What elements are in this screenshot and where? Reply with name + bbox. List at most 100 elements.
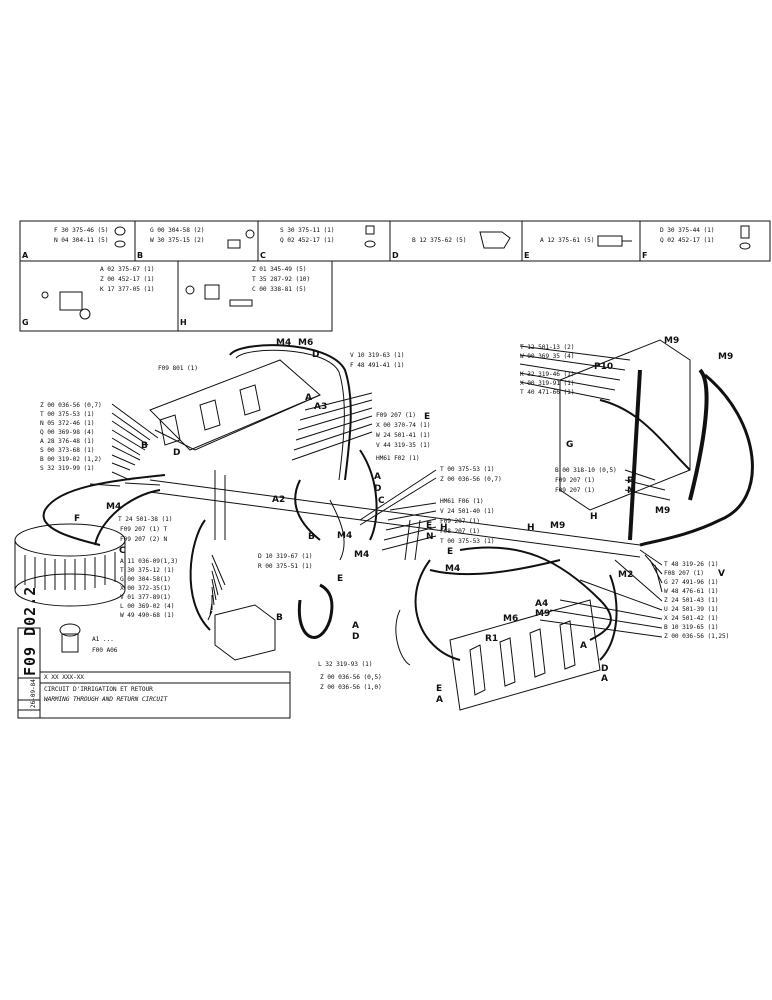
callout-l32-319: L 32 319-93 (1)	[318, 661, 373, 668]
mid-center-3: V 44 319-35 (1)	[376, 442, 431, 449]
legend-b-line2: W 30 375-15 (2)	[150, 237, 205, 244]
left-list-4: S 00 373-68 (1)	[40, 447, 95, 454]
label-m4-center: M4	[337, 531, 353, 541]
callout-z036-07: Z 00 036-56 (0,7)	[40, 402, 102, 409]
left-list-1: N 05 372-46 (1)	[40, 420, 95, 427]
legend-b-letter: B	[137, 251, 144, 260]
label-c-mid: C	[378, 496, 385, 506]
ref-pattern: X XX XXX-XX	[44, 674, 84, 681]
label-a-r: A	[601, 674, 608, 684]
sheet-code: F09 D02.2	[21, 585, 39, 676]
callout-f09-207-t: F09 207 (1) T	[120, 526, 168, 533]
label-m9-r1: M9	[664, 336, 680, 346]
legend-c-letter: C	[260, 251, 266, 260]
right-bottom-7: B 10 319-65 (1)	[664, 624, 719, 631]
callout-d10-319: D 10 319-67 (1)	[258, 553, 313, 560]
right-mid-1: F09 207 (1)	[555, 477, 595, 484]
label-a-low: A	[352, 621, 359, 631]
label-c-left: C	[119, 546, 126, 556]
callout-t24501: T 24 501-38 (1)	[118, 516, 173, 523]
legend-g-line2: Z 00 452-17 (1)	[100, 276, 155, 283]
right-bottom-0: T 48 319-26 (1)	[664, 561, 719, 568]
legend-e-line1: A 12 375-61 (5)	[540, 237, 595, 244]
label-a-top: A	[305, 393, 312, 403]
mid-right2-2: F09 207 (1)	[440, 518, 480, 525]
center-list-1: T 30 375-12 (1)	[120, 567, 175, 574]
label-m9-mid: M9	[550, 521, 566, 531]
bottom-z-1: Z 00 036-56 (1,0)	[320, 684, 382, 691]
center-list-2: G 00 304-58(1)	[120, 576, 171, 583]
label-d-low: D	[352, 632, 360, 642]
callout-f00-a06: F00 A06	[92, 647, 118, 654]
right-mid-0: B 00 318-10 (0,5)	[555, 467, 617, 474]
mid-right2-1: V 24 501-40 (1)	[440, 508, 495, 515]
label-m9-r2: M9	[718, 352, 734, 362]
mid-right2-3: F08 207 (1)	[440, 528, 480, 535]
callout-r00-375: R 00 375-51 (1)	[258, 563, 313, 570]
legend-c-line2: Q 02 452-17 (1)	[280, 237, 335, 244]
legend-h-line2: T 35 287-92 (10)	[252, 276, 311, 283]
legend-b-line1: G 00 304-58 (2)	[150, 227, 205, 234]
label-e-center: E	[337, 574, 344, 584]
label-e-b: E	[436, 684, 443, 694]
label-m9-low: M9	[535, 609, 551, 619]
label-e-low: E	[447, 547, 454, 557]
mid-center-4: HM61 F02 (1)	[376, 455, 420, 462]
label-d-mid: D	[374, 484, 382, 494]
label-b-low-left: B	[276, 613, 283, 623]
label-v-right: V	[718, 569, 725, 579]
mid-right1-1: Z 00 036-56 (0,7)	[440, 476, 502, 483]
label-g-right: G	[566, 440, 574, 450]
right-bottom-8: Z 00 036-56 (1,25)	[664, 633, 730, 640]
legend-h-line3: C 00 338-81 (5)	[252, 286, 307, 293]
label-p10: P10	[594, 362, 614, 372]
right-bottom-4: Z 24 501-43 (1)	[664, 597, 719, 604]
sheet-date: 26-09-84	[30, 679, 37, 708]
legend-a-letter: A	[22, 251, 29, 260]
label-e-mid: E	[424, 412, 431, 422]
right-bottom-5: U 24 501-39 (1)	[664, 606, 719, 613]
label-b-left: B	[141, 441, 148, 451]
label-m2: M2	[618, 570, 634, 580]
label-m-right: M	[627, 486, 636, 496]
legend-a-line2: N 04 304-11 (5)	[54, 237, 109, 244]
left-list-5: B 00 319-02 (1,2)	[40, 456, 102, 463]
legend-g-line3: K 17 377-05 (1)	[100, 286, 155, 293]
label-n-mid: N	[426, 532, 434, 542]
label-a2: A2	[272, 495, 286, 505]
left-list-3: A 28 376-48 (1)	[40, 438, 95, 445]
legend-g-line1: A 02 375-67 (1)	[100, 266, 155, 273]
legend-d-line1: B 12 375-62 (5)	[412, 237, 467, 244]
center-list-4: V 01 377-89(1)	[120, 594, 171, 601]
legend-a-line1: F 30 375-46 (5)	[54, 227, 109, 234]
mid-center-2: W 24 501-41 (1)	[376, 432, 431, 439]
callout-f09-801: F09 801 (1)	[158, 365, 198, 372]
right-bottom-6: X 24 501-42 (1)	[664, 615, 719, 622]
label-p-right: P	[627, 476, 634, 486]
left-list-2: Q 00 369-98 (4)	[40, 429, 95, 436]
legend-g-letter: G	[22, 318, 29, 327]
mid-center-1: X 00 370-74 (1)	[376, 422, 431, 429]
right-top-3: X 00 319-91 (1)	[520, 380, 575, 387]
label-a4: A4	[535, 599, 549, 609]
center-list-3: X 00 372-35(1)	[120, 585, 171, 592]
callout-a1: A1 ...	[92, 636, 114, 643]
legend-h-line1: Z 01 345-49 (5)	[252, 266, 307, 273]
legend-d-letter: D	[392, 251, 399, 260]
label-h-r: H	[590, 512, 598, 522]
label-m6-top: M6	[298, 338, 314, 348]
mid-right1-0: T 00 375-53 (1)	[440, 466, 495, 473]
label-d-r: D	[601, 664, 609, 674]
legend-h-letter: H	[180, 318, 187, 327]
label-d-left: D	[173, 448, 181, 458]
label-a-mid: A	[374, 472, 381, 482]
legend-f-line1: D 30 375-44 (1)	[660, 227, 715, 234]
label-b-center: B	[308, 532, 315, 542]
legend-c-line1: S 30 375-11 (1)	[280, 227, 335, 234]
callout-f09-207-n: F09 207 (2) N	[120, 536, 168, 543]
mid-right2-0: HM61 F06 (1)	[440, 498, 484, 505]
title-en: WARMING THROUGH AND RETURN CIRCUIT	[44, 696, 168, 703]
title-fr: CIRCUIT D'IRRIGATION ET RETOUR	[44, 686, 153, 693]
